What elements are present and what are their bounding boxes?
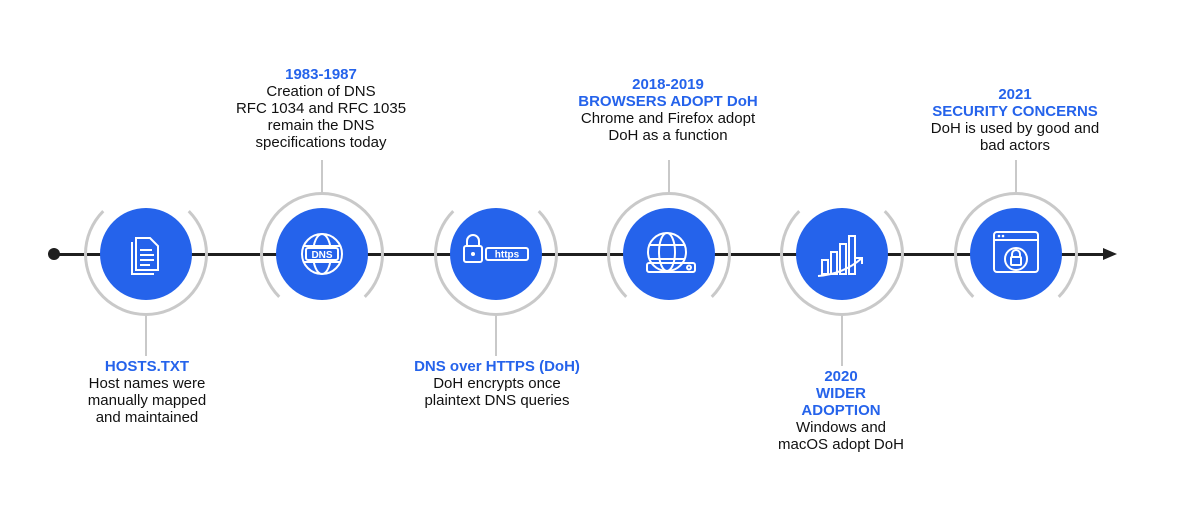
- event-title: WIDER ADOPTION: [801, 385, 881, 419]
- event-stem: [495, 316, 497, 356]
- event-label-browsers: 2018-2019 BROWSERS ADOPT DoH Chrome and …: [548, 76, 788, 144]
- event-title: HOSTS.TXT: [104, 358, 190, 375]
- event-description: DoH encrypts once plaintext DNS queries: [424, 375, 570, 409]
- event-node-dns: DNS: [276, 208, 368, 300]
- event-year: 2021: [998, 86, 1032, 103]
- event-label-wider: 2020 WIDER ADOPTION Windows and macOS ad…: [721, 368, 961, 453]
- event-title: SECURITY CONCERNS: [932, 103, 1098, 120]
- event-node-hosts: [100, 208, 192, 300]
- event-label-doh: DNS over HTTPS (DoH) DoH encrypts once p…: [377, 358, 617, 409]
- event-label-security: 2021 SECURITY CONCERNS DoH is used by go…: [895, 86, 1135, 154]
- event-year: 2020: [824, 368, 858, 385]
- event-title: BROWSERS ADOPT DoH: [578, 93, 758, 110]
- event-year: 2018-2019: [632, 76, 704, 93]
- growth-chart-icon: [817, 235, 863, 277]
- event-year: 1983-1987: [285, 66, 357, 83]
- event-title: DNS over HTTPS (DoH): [414, 358, 580, 375]
- event-description: Creation of DNS RFC 1034 and RFC 1035 re…: [235, 83, 407, 151]
- event-ring: [84, 192, 208, 316]
- event-ring: [434, 192, 558, 316]
- event-description: DoH is used by good and bad actors: [930, 120, 1100, 154]
- secure-window-icon: [993, 231, 1039, 273]
- event-stem: [321, 160, 323, 194]
- event-node-doh: https: [450, 208, 542, 300]
- dns-globe-icon: DNS: [301, 233, 343, 275]
- event-ring: [780, 192, 904, 316]
- event-description: Chrome and Firefox adopt DoH as a functi…: [580, 110, 756, 144]
- browser-globe-icon: [646, 232, 696, 273]
- event-node-browsers: [623, 208, 715, 300]
- event-stem: [668, 160, 670, 194]
- event-description: Host names were manually mapped and main…: [87, 375, 207, 426]
- event-description: Windows and macOS adopt DoH: [778, 419, 904, 453]
- timeline-axis: [54, 253, 1106, 256]
- event-label-dns: 1983-1987 Creation of DNS RFC 1034 and R…: [201, 66, 441, 151]
- svg-text:DNS: DNS: [311, 250, 332, 261]
- timeline-arrow-head: [1103, 248, 1117, 260]
- event-label-hosts: HOSTS.TXT Host names were manually mappe…: [27, 358, 267, 426]
- timeline-start-dot: [48, 248, 60, 260]
- lock-https-icon: https: [463, 234, 529, 263]
- svg-text:https: https: [495, 250, 520, 261]
- event-stem: [841, 316, 843, 366]
- event-node-security: [970, 208, 1062, 300]
- event-stem: [145, 316, 147, 356]
- document-icon: [131, 237, 159, 275]
- event-node-wider: [796, 208, 888, 300]
- event-stem: [1015, 160, 1017, 194]
